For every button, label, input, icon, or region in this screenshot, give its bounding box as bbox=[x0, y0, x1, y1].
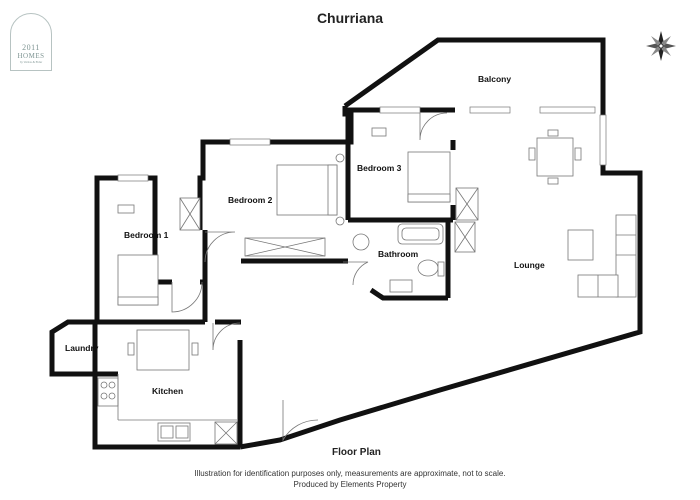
logo-line-3: by Veritas & Elder bbox=[19, 60, 43, 64]
sofa-icon bbox=[615, 214, 637, 298]
room-label-kitchen: Kitchen bbox=[152, 386, 183, 396]
door-swings bbox=[171, 112, 448, 442]
balcony-wall bbox=[343, 37, 606, 109]
plan-title: Churriana bbox=[316, 10, 384, 26]
room-labels: Balcony Bedroom 1 Bedroom 2 Bedroom 3 Ba… bbox=[65, 74, 545, 396]
lounge-outer-wall bbox=[239, 106, 643, 450]
room-label-bedroom-1: Bedroom 1 bbox=[124, 230, 169, 240]
room-label-lounge: Lounge bbox=[514, 260, 545, 270]
windows bbox=[117, 106, 607, 182]
sink-icon bbox=[352, 233, 370, 251]
company-logo: 2011 HOMES by Veritas & Elder bbox=[10, 13, 52, 71]
kitchen-laundry-outer-wall bbox=[49, 319, 240, 450]
room-label-bedroom-3: Bedroom 3 bbox=[357, 163, 402, 173]
floor-plan-label: Floor Plan bbox=[332, 447, 381, 458]
disclaimer-text: Illustration for identification purposes… bbox=[194, 469, 506, 478]
bed-icon bbox=[276, 164, 338, 216]
bathroom-south-wall bbox=[369, 287, 448, 301]
room-label-bedroom-2: Bedroom 2 bbox=[228, 195, 273, 205]
bedroom1-outer-wall bbox=[94, 175, 172, 322]
logo-line-1: 2011 bbox=[22, 43, 40, 52]
inner-walls bbox=[92, 114, 456, 447]
hob-icon bbox=[97, 377, 119, 407]
furniture bbox=[97, 127, 637, 445]
kitchen-table-icon bbox=[136, 329, 190, 371]
room-label-bathroom: Bathroom bbox=[378, 249, 419, 259]
outer-walls bbox=[49, 37, 643, 450]
compass-icon bbox=[646, 31, 676, 61]
coffee-table-icon bbox=[567, 229, 594, 261]
produced-by-text: Produced by Elements Property bbox=[293, 480, 407, 489]
room-label-balcony: Balcony bbox=[478, 74, 511, 84]
logo-line-2: HOMES bbox=[17, 52, 45, 60]
room-label-laundry: Laundry bbox=[65, 343, 99, 353]
basin-icon bbox=[389, 279, 413, 293]
dining-table-icon bbox=[536, 137, 574, 177]
bedroom1-wall-a bbox=[200, 279, 208, 322]
toilet-icon bbox=[417, 259, 439, 277]
